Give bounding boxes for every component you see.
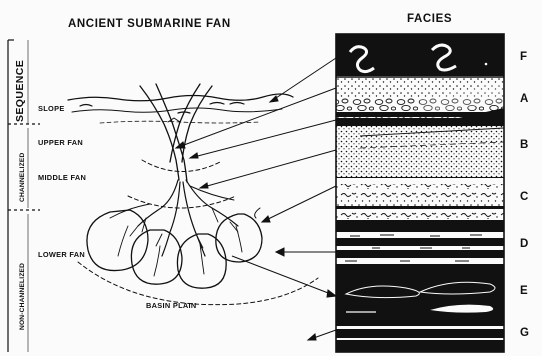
facies-label-b: B — [520, 139, 528, 151]
facies-b-bed — [336, 122, 504, 178]
facies-label-f: F — [520, 51, 527, 63]
facies-a-bed — [336, 76, 504, 122]
zone-slope: SLOPE — [38, 104, 65, 113]
facies-d-bed — [336, 224, 504, 272]
facies-column — [336, 34, 504, 352]
zone-basin-plain: BASIN PLAIN — [146, 301, 197, 310]
facies-f-bed — [336, 34, 504, 76]
facies-g-bed — [336, 318, 504, 352]
zone-lower-fan: LOWER FAN — [38, 250, 85, 259]
non-channelized-label: NON-CHANNELIZED — [19, 263, 26, 330]
facies-c-bed — [336, 178, 504, 224]
facies-label-c: C — [520, 191, 528, 203]
sequence-label: SEQUENCE — [14, 60, 26, 122]
fan-sketch — [68, 84, 318, 305]
zone-middle-fan: MIDDLE FAN — [38, 173, 86, 182]
facies-label-g: G — [520, 327, 529, 339]
facies-label-e: E — [520, 285, 528, 297]
main-title: ANCIENT SUBMARINE FAN — [68, 18, 231, 30]
facies-label-d: D — [520, 238, 528, 250]
facies-title: FACIES — [407, 13, 452, 25]
facies-e-bed — [336, 272, 504, 318]
facies-label-a: A — [520, 93, 528, 105]
channelized-label: CHANNELIZED — [19, 153, 26, 202]
zone-upper-fan: UPPER FAN — [38, 138, 83, 147]
